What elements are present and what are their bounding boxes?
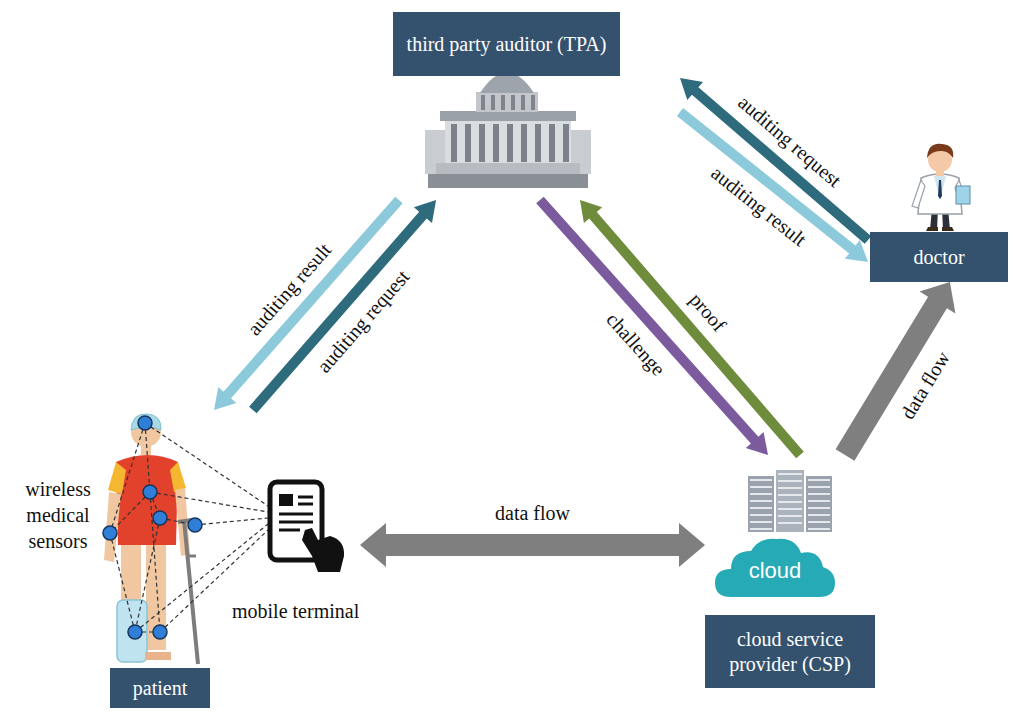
server-stripe xyxy=(778,494,802,496)
server-stripe xyxy=(778,515,802,517)
server-stripe xyxy=(778,501,802,503)
server-stripe xyxy=(808,500,830,502)
sensor-label: wireless medical sensors xyxy=(6,476,110,554)
arrow-label: auditing result xyxy=(241,237,336,341)
server-stripe xyxy=(750,500,772,502)
server-stripe xyxy=(808,493,830,495)
arrow-label: auditing result xyxy=(706,160,813,251)
server-stripe xyxy=(750,514,772,516)
arrow-label: proof xyxy=(684,287,732,337)
doctor-node: doctor xyxy=(868,130,1010,282)
server-icon xyxy=(748,470,832,532)
patient-figure xyxy=(103,414,268,664)
auditor-box: third party auditor (TPA) xyxy=(393,12,620,76)
server-stripe xyxy=(750,521,772,523)
server-stripe xyxy=(750,528,772,530)
server-stripe xyxy=(778,480,802,482)
cloud-node: cloud xyxy=(713,535,837,599)
patient-node: patient xyxy=(10,410,360,708)
arrow-label: challenge xyxy=(601,306,671,381)
server-stripe xyxy=(808,528,830,530)
server-stripe xyxy=(808,507,830,509)
flow-arrow xyxy=(836,282,956,461)
patient-box: patient xyxy=(110,668,210,708)
arrow-label: auditing request xyxy=(732,89,847,192)
doctor-figure xyxy=(912,144,970,231)
arrow-label: data flow xyxy=(493,502,572,524)
server-stripe xyxy=(750,493,772,495)
doctor-box: doctor xyxy=(870,232,1008,282)
server-stripe xyxy=(778,487,802,489)
arrow-label: auditing request xyxy=(311,264,415,378)
csp-node: cloud service provider (CSP) cloud xyxy=(705,455,880,690)
phone-icon xyxy=(270,482,344,572)
server-stripe xyxy=(808,514,830,516)
server-stripe xyxy=(808,479,830,481)
csp-box: cloud service provider (CSP) xyxy=(705,615,875,688)
server-stripe xyxy=(750,507,772,509)
flow-arrow xyxy=(580,200,804,458)
server-stripe xyxy=(808,521,830,523)
flow-arrow xyxy=(536,197,768,455)
server-stripe xyxy=(778,508,802,510)
server-stripe xyxy=(750,479,772,481)
auditor-node: third party auditor (TPA) xyxy=(390,12,680,200)
server-stripe xyxy=(778,522,802,524)
building-icon xyxy=(425,62,591,188)
flow-arrow xyxy=(360,523,705,567)
terminal-label: mobile terminal xyxy=(232,598,359,624)
server-stripe xyxy=(808,486,830,488)
arrow-label: data flow xyxy=(895,346,955,425)
server-stripe xyxy=(778,473,802,475)
server-stripe xyxy=(750,486,772,488)
cloud-text: cloud xyxy=(713,535,837,599)
